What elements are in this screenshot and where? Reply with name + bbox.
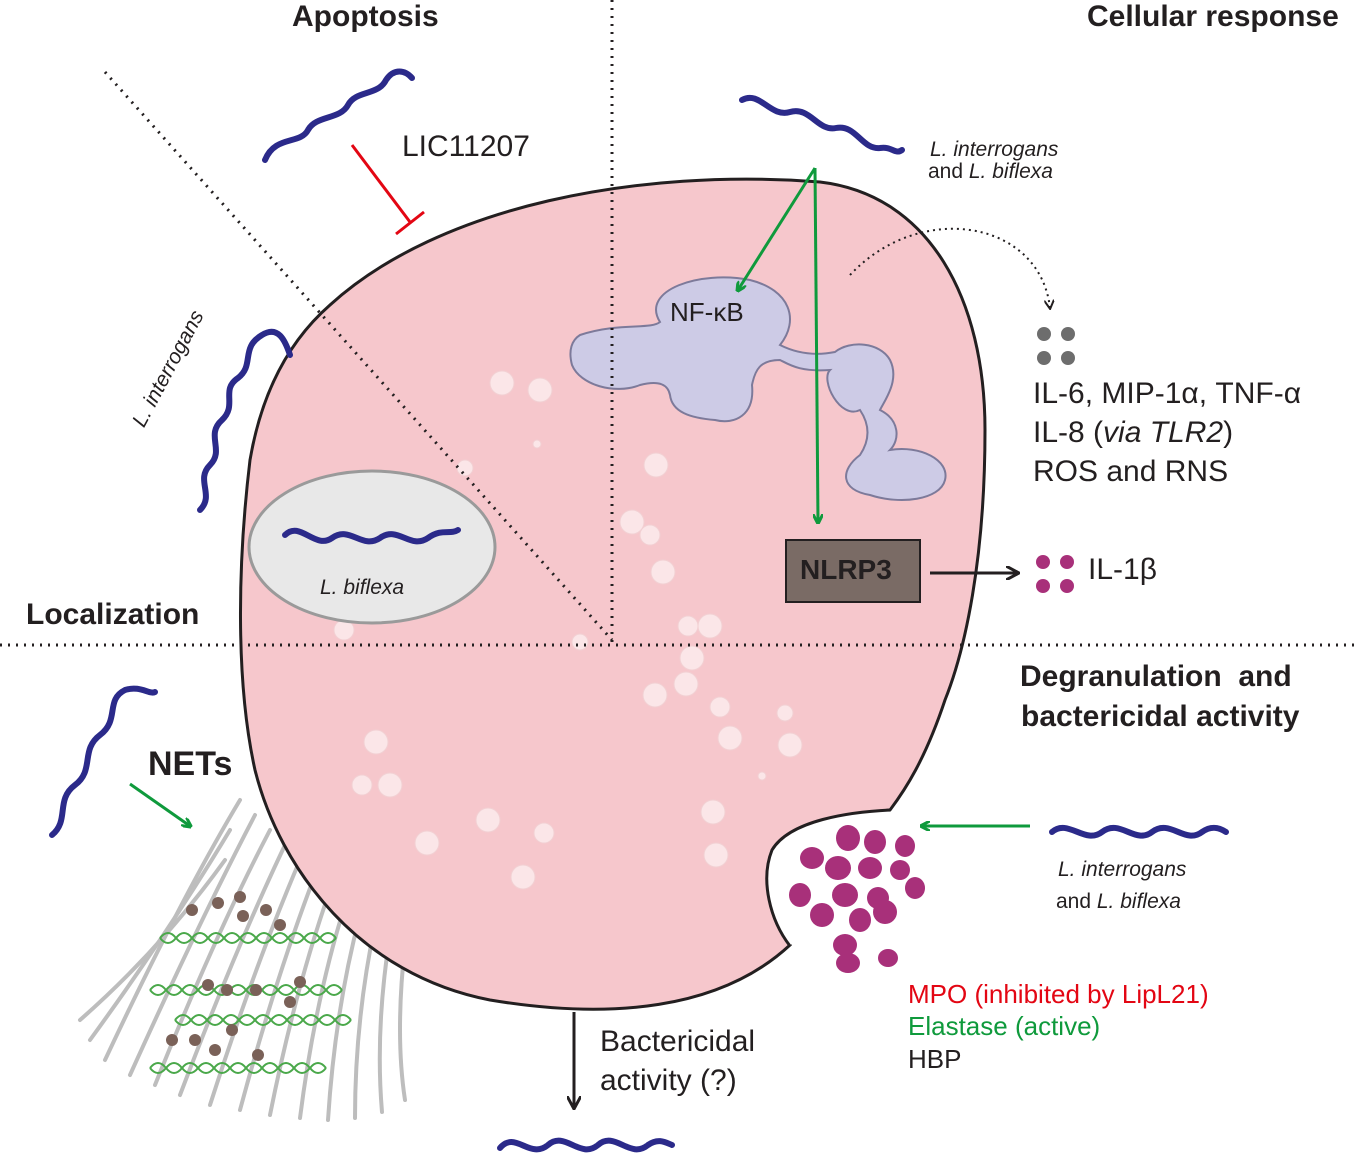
leptospira-apoptosis xyxy=(262,68,415,163)
cellular-species-line2: and L. biflexa xyxy=(928,160,1053,184)
cellular-species-line1: L. interrogans xyxy=(930,138,1059,161)
section-apoptosis: Apoptosis xyxy=(292,0,439,33)
bactericidal-line2: activity (?) xyxy=(600,1064,737,1097)
cytokines-line3: ROS and RNS xyxy=(1033,455,1229,488)
cytokines-via-tlr2: via TLR2 xyxy=(1103,416,1224,449)
nlrp3-label: NLRP3 xyxy=(800,554,892,585)
section-localization: Localization xyxy=(26,598,200,631)
degranulation-species-biflexa: L. biflexa xyxy=(1096,890,1181,913)
quadrant-dividers xyxy=(0,0,1358,647)
section-degranulation-line1: Degranulation and xyxy=(1020,660,1292,693)
nlrp3-box xyxy=(785,539,921,603)
leptospira-cellular xyxy=(739,94,905,155)
cytoplasmic-vesicles xyxy=(333,370,803,890)
leptospira-nets xyxy=(49,685,158,838)
inhibition-bar-icon xyxy=(350,144,425,236)
nfkb-label: NF-κB xyxy=(670,297,744,327)
hbp-label: HBP xyxy=(908,1044,962,1074)
phagosome xyxy=(247,469,497,625)
degranulation-species-line2: and L. biflexa xyxy=(1056,890,1181,914)
il1b-dots-icon xyxy=(1036,555,1074,593)
activation-arrows xyxy=(129,167,1030,826)
leptospira-localization xyxy=(197,328,293,513)
cellular-species-and: and xyxy=(928,160,969,183)
leptospira-spiral-icons xyxy=(49,68,1229,1153)
localization-inner-species: L. biflexa xyxy=(320,576,405,599)
bactericidal-line1: Bactericidal xyxy=(600,1025,756,1058)
il1b-label: IL-1β xyxy=(1088,553,1157,586)
cytokines-line2: IL-8 (via TLR2) xyxy=(1033,416,1233,451)
degranulation-species-line1: L. interrogans xyxy=(1058,858,1187,881)
leptospira-bactericidal xyxy=(497,1137,675,1153)
net-granules xyxy=(166,891,306,1061)
cellular-species-biflexa: L. biflexa xyxy=(968,160,1053,183)
granules xyxy=(789,825,925,973)
leptospira-degranulation xyxy=(1049,824,1229,839)
cytokines-il8: IL-8 ( xyxy=(1033,416,1104,449)
section-degranulation-line2: bactericidal activity xyxy=(1021,700,1300,733)
nucleus xyxy=(569,276,947,501)
lic11207-label: LIC11207 xyxy=(402,130,530,163)
degranulation-species-and: and xyxy=(1056,890,1097,913)
cytokine-dots-icon xyxy=(1037,327,1075,365)
section-cellular-response: Cellular response xyxy=(1087,0,1339,33)
mpo-label: MPO (inhibited by LipL21) xyxy=(908,979,1209,1009)
cytokines-line1: IL-6, MIP-1α, TNF-α xyxy=(1033,377,1302,410)
degranulation-bubble xyxy=(765,808,891,947)
nets-label: NETs xyxy=(148,745,233,783)
leptospira-phagosome xyxy=(282,527,461,545)
dna-helix-icons xyxy=(149,932,352,1074)
elastase-label: Elastase (active) xyxy=(908,1011,1101,1041)
cytokines-paren: ) xyxy=(1223,416,1234,449)
